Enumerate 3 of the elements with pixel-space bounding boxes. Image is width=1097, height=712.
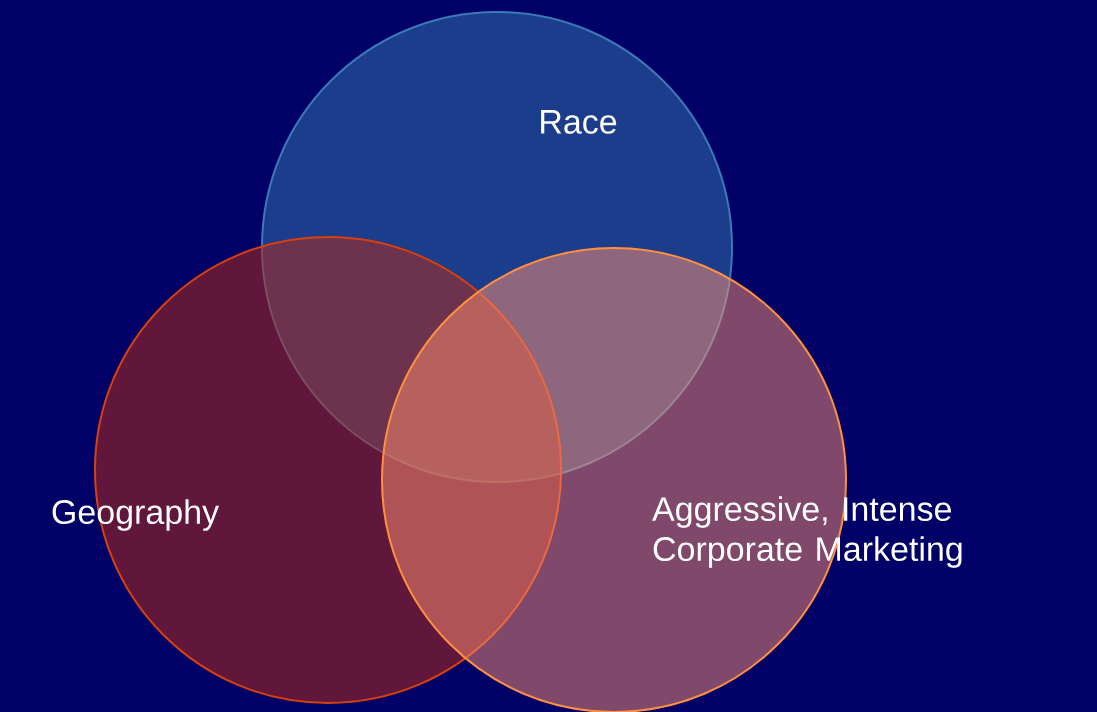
circle-label: Geography xyxy=(52,499,220,531)
venn-circle xyxy=(261,11,733,483)
circle-label: Race xyxy=(541,110,617,134)
